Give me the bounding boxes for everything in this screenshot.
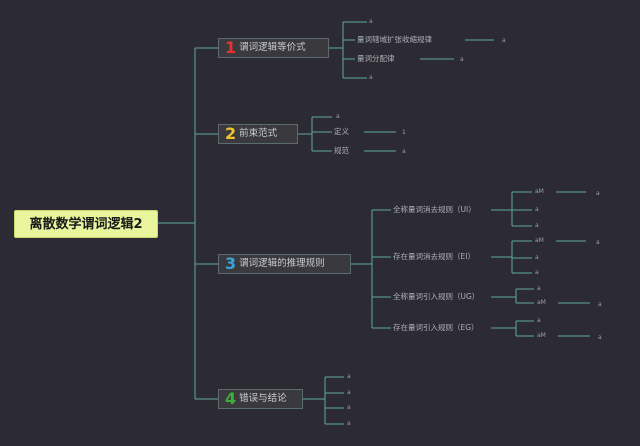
topic-4-child-1: a xyxy=(347,373,351,380)
root-node: 离散数学谓词逻辑2 xyxy=(14,210,158,238)
topic-2-child-2: 定义 xyxy=(334,127,349,136)
topic-2-child-1: a xyxy=(336,113,340,120)
rule-ei-item-2: a xyxy=(535,254,539,261)
rule-eg-item-1: a xyxy=(537,317,541,324)
topic-1-node: 1 谓词逻辑等价式 xyxy=(218,38,329,58)
rule-ug-item-2-leaf: a xyxy=(598,301,602,308)
topic-4-child-2: a xyxy=(347,389,351,396)
rule-ei-item-1-leaf: a xyxy=(596,239,600,246)
topic-2-child-3: 规范 xyxy=(334,146,349,155)
rule-ui-item-1-leaf: a xyxy=(596,190,600,197)
rule-ui-item-2: a xyxy=(535,206,539,213)
topic-1-child-2-leaf: a xyxy=(502,37,506,44)
topic-3-rule-ui: 全称量词消去规则（UI） xyxy=(393,205,476,214)
topic-3-rule-ei: 存在量词消去规则（EI） xyxy=(393,252,475,261)
topic-3-node: 3 谓词逻辑的推理规则 xyxy=(218,254,351,274)
topic-3-number: 3 xyxy=(225,254,237,273)
rule-ui-item-1: aM xyxy=(535,188,544,195)
rule-eg-item-2: aM xyxy=(537,332,546,339)
topic-1-label: 谓词逻辑等价式 xyxy=(239,42,306,54)
topic-2-label: 前束范式 xyxy=(239,128,278,140)
topic-1-child-3-leaf: a xyxy=(460,56,464,63)
topic-2-node: 2 前束范式 xyxy=(218,124,298,144)
rule-ei-item-1: aM xyxy=(535,237,544,244)
topic-3-rule-eg: 存在量词引入规则（EG） xyxy=(393,323,479,332)
topic-1-child-3: 量词分配律 xyxy=(357,54,395,63)
topic-1-child-2: 量词辖域扩张收缩规律 xyxy=(357,35,432,44)
topic-4-label: 错误与结论 xyxy=(239,393,287,405)
topic-3-rule-ug: 全称量词引入规则（UG） xyxy=(393,292,480,301)
rule-ei-item-3: a xyxy=(535,269,539,276)
topic-2-child-3-leaf: a xyxy=(402,148,406,155)
topic-4-number: 4 xyxy=(225,389,237,408)
topic-2-number: 2 xyxy=(225,124,237,143)
topic-4-child-3: a xyxy=(347,404,351,411)
rule-ug-item-2: aM xyxy=(537,299,546,306)
topic-1-number: 1 xyxy=(225,38,237,57)
topic-4-child-4: a xyxy=(347,420,351,427)
topic-2-child-2-leaf: 1 xyxy=(402,129,406,136)
rule-ui-item-3: a xyxy=(535,222,539,229)
topic-1-child-4: a xyxy=(369,74,373,81)
topic-3-label: 谓词逻辑的推理规则 xyxy=(239,258,325,270)
rule-ug-item-1: a xyxy=(537,285,541,292)
topic-1-child-1: a xyxy=(369,18,373,25)
topic-4-node: 4 错误与结论 xyxy=(218,389,303,409)
rule-eg-item-2-leaf: a xyxy=(598,334,602,341)
